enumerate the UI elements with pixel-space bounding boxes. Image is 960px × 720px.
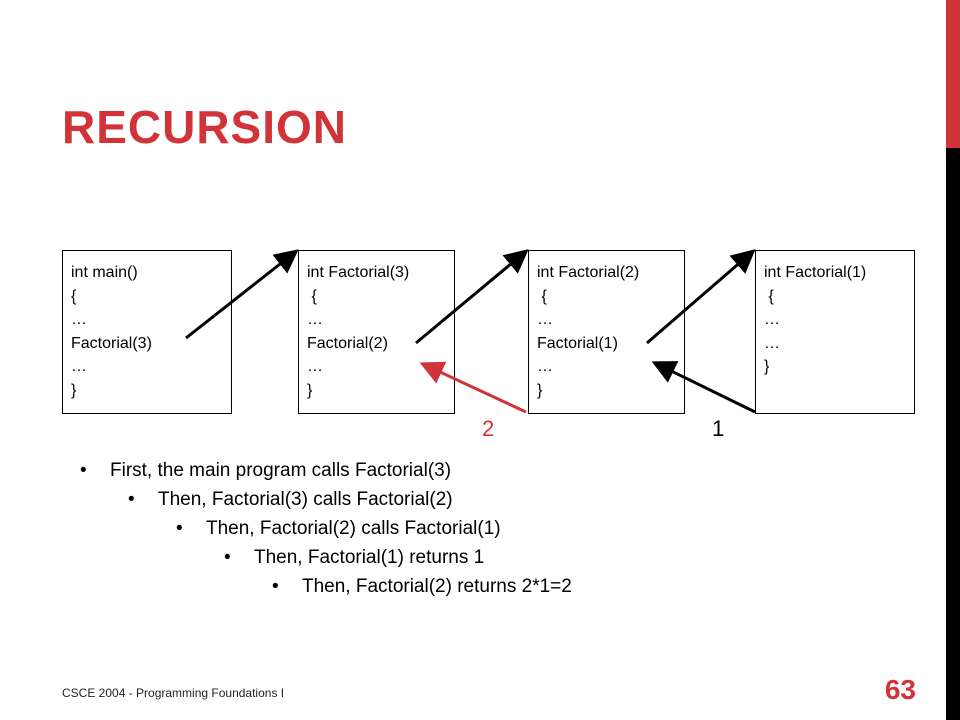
code-line: … (307, 311, 323, 329)
slide-accent-red (946, 0, 960, 148)
code-line: } (764, 358, 770, 376)
code-box-main: int main() { … Factorial(3) … } (62, 250, 232, 414)
code-line: { (71, 287, 77, 305)
bullet-text: First, the main program calls Factorial(… (110, 460, 452, 481)
slide-accent-bar (946, 0, 960, 720)
code-box-factorial-2: int Factorial(2) { … Factorial(1) … } (528, 250, 685, 414)
code-line: … (71, 358, 87, 376)
code-line: Factorial(2) (307, 334, 388, 352)
code-line: } (71, 381, 77, 399)
code-line: Factorial(1) (537, 334, 618, 352)
code-line: … (764, 334, 780, 352)
slide-footer: CSCE 2004 - Programming Foundations I (62, 686, 285, 700)
code-line: … (537, 358, 553, 376)
code-line: } (537, 381, 543, 399)
page-number: 63 (884, 674, 916, 705)
bullet-text: Then, Factorial(2) calls Factorial(1) (206, 518, 501, 539)
code-box-factorial-3: int Factorial(3) { … Factorial(2) … } (298, 250, 455, 414)
code-line: int Factorial(2) (537, 264, 640, 281)
bullet-dot: • (176, 518, 183, 539)
code-line: { (537, 287, 547, 305)
code-line: … (307, 358, 323, 376)
return-value-label-1: 1 (712, 416, 725, 441)
return-value-label-2: 2 (482, 416, 495, 441)
bullet-text: Then, Factorial(1) returns 1 (254, 547, 485, 568)
code-line: { (307, 287, 317, 305)
code-line: Factorial(3) (71, 334, 152, 352)
bullet-dot: • (272, 576, 279, 597)
code-line: int Factorial(3) (307, 264, 410, 281)
code-line: … (764, 311, 780, 329)
code-line: int Factorial(1) (764, 264, 867, 281)
code-line: } (307, 381, 313, 399)
bullet-text: Then, Factorial(3) calls Factorial(2) (158, 489, 453, 510)
bullet-text: Then, Factorial(2) returns 2*1=2 (302, 576, 572, 597)
code-line: … (71, 311, 87, 329)
bullet-dot: • (128, 489, 135, 510)
code-line: … (537, 311, 553, 329)
bullet-dot: • (80, 460, 87, 481)
bullet-dot: • (224, 547, 231, 568)
code-line: { (764, 287, 774, 305)
slide-title: RECURSION (62, 101, 348, 153)
code-line: int main() (71, 264, 138, 281)
code-box-factorial-1: int Factorial(1) { … … } (755, 250, 915, 414)
